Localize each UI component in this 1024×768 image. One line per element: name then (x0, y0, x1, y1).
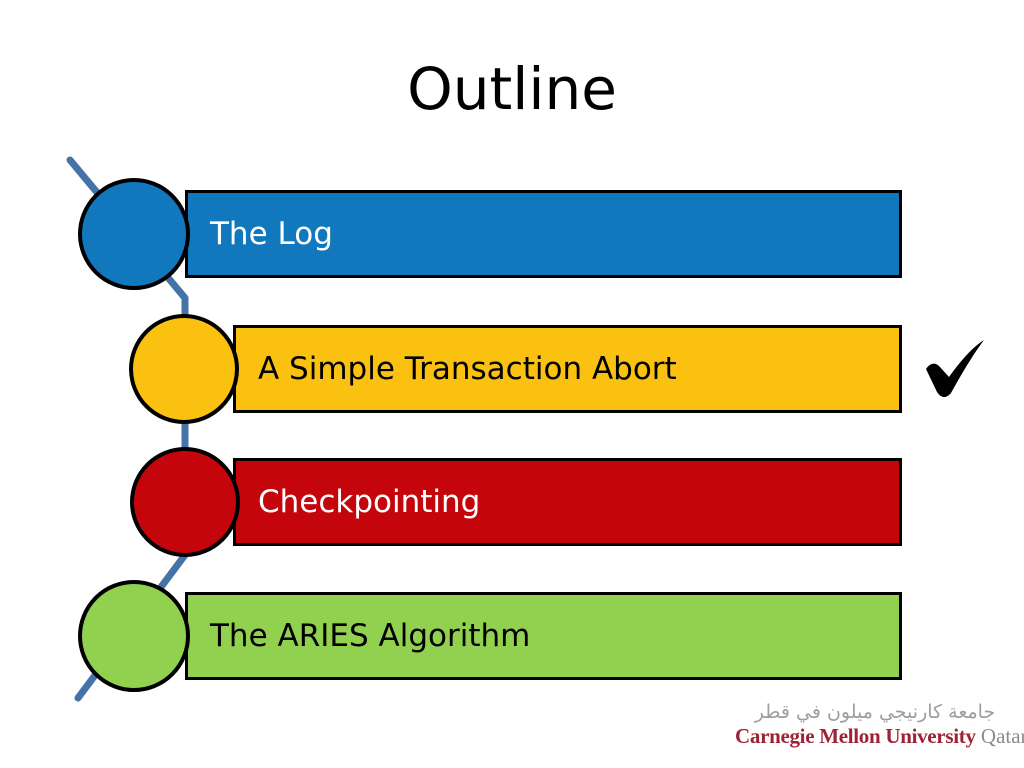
logo-wordmark: Carnegie Mellon University Qatar (735, 724, 1024, 749)
outline-marker-the-log[interactable] (78, 178, 190, 290)
outline-bar-the-log[interactable]: The Log (185, 190, 902, 278)
check-icon (926, 340, 984, 398)
page-title: Outline (407, 55, 617, 123)
outline-label-the-log: The Log (210, 216, 333, 252)
outline-label-the-aries-algorithm: The ARIES Algorithm (210, 618, 531, 654)
outline-bar-the-aries-algorithm[interactable]: The ARIES Algorithm (185, 592, 902, 680)
outline-label-checkpointing: Checkpointing (258, 484, 481, 520)
outline-bar-checkpointing[interactable]: Checkpointing (233, 458, 902, 546)
logo-campus-name: Qatar (980, 724, 1024, 748)
outline-marker-checkpointing[interactable] (130, 447, 240, 557)
outline-bar-a-simple-transaction-abort[interactable]: A Simple Transaction Abort (233, 325, 902, 413)
cmu-qatar-logo: جامعة كارنيجي ميلون في قطر Carnegie Mell… (735, 700, 1024, 758)
logo-university-name: Carnegie Mellon University (735, 724, 976, 748)
outline-label-a-simple-transaction-abort: A Simple Transaction Abort (258, 351, 677, 387)
outline-marker-the-aries-algorithm[interactable] (78, 580, 190, 692)
outline-marker-a-simple-transaction-abort[interactable] (129, 314, 239, 424)
logo-arabic-text: جامعة كارنيجي ميلون في قطر (754, 701, 996, 723)
